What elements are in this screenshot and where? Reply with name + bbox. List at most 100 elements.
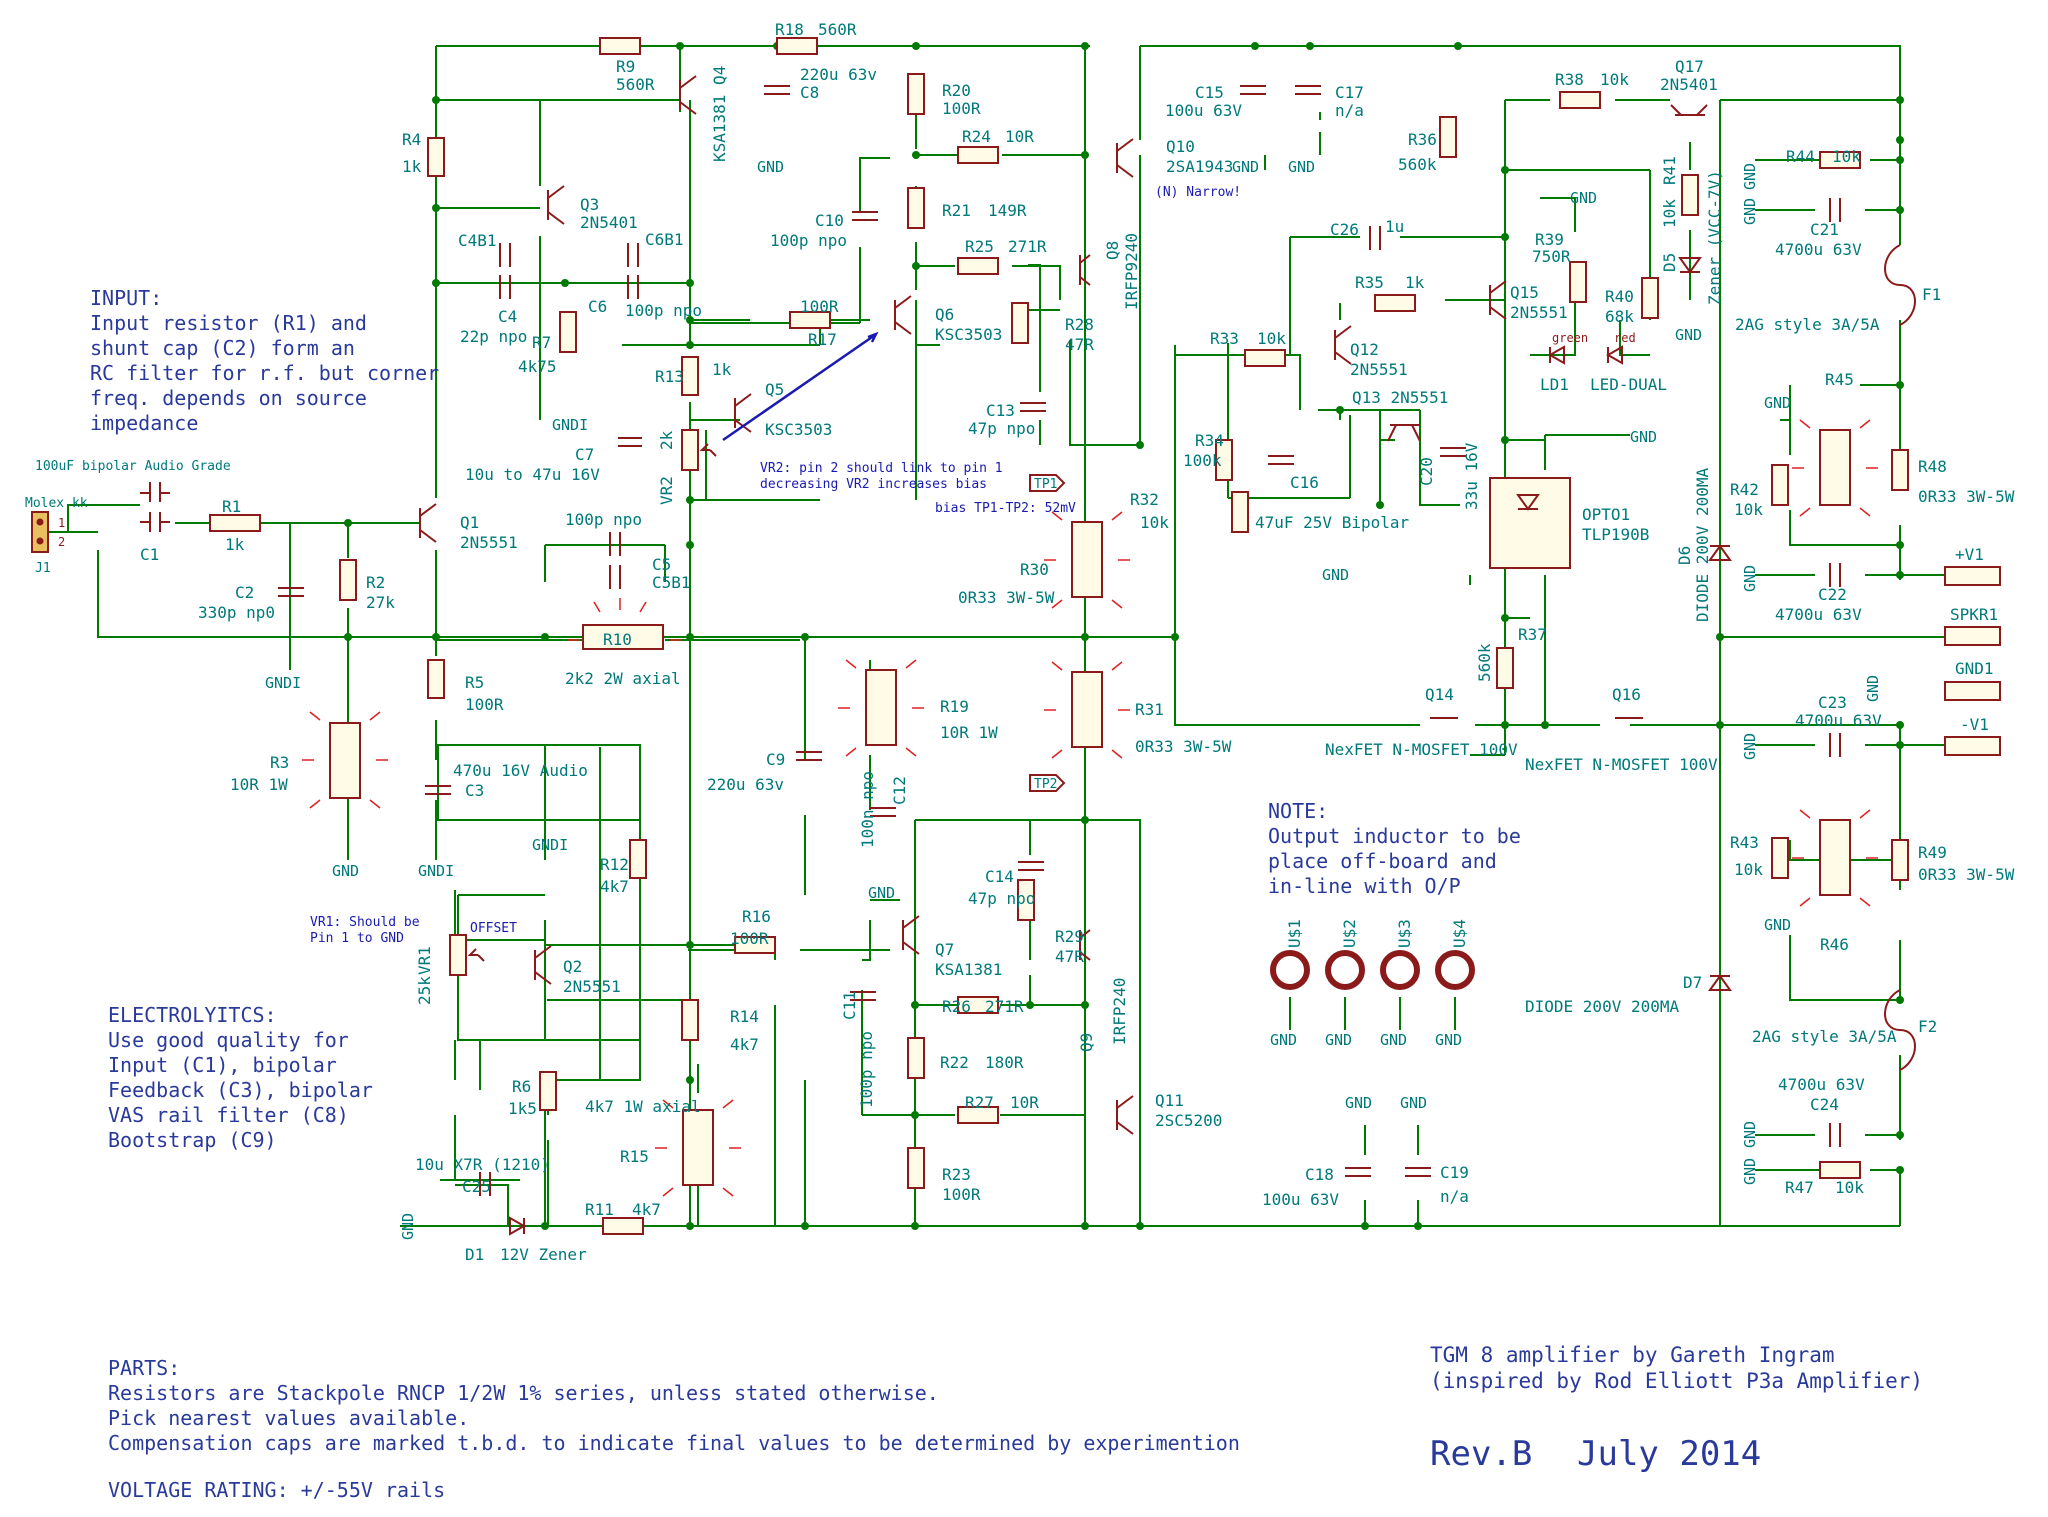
c18-ref: C18 xyxy=(1305,1165,1334,1184)
gnd-label: GND xyxy=(1741,733,1759,760)
c23-ref: C23 xyxy=(1818,693,1847,712)
electrolytics-note: ELECTROLYITCS: Use good quality for Inpu… xyxy=(108,1003,373,1152)
r2-value: 27k xyxy=(366,593,395,612)
q17-ref: Q17 xyxy=(1675,57,1704,76)
power-resistors xyxy=(329,429,1851,1186)
r35-ref: R35 xyxy=(1355,273,1384,292)
q7-ref: Q7 xyxy=(935,940,954,959)
q16-value: NexFET N-MOSFET 100V xyxy=(1525,755,1718,774)
wire-network xyxy=(48,45,1945,1227)
c9-ref: C9 xyxy=(766,750,785,769)
d5-value: Zener (VCC-7V) xyxy=(1705,170,1724,305)
r19-ref: R19 xyxy=(940,697,969,716)
c2-value: 330p np0 xyxy=(198,603,275,622)
c1-ref: C1 xyxy=(140,545,159,564)
vpos-label: +V1 xyxy=(1955,545,1984,564)
c7-value: 10u to 47u 16V xyxy=(465,465,600,484)
r25-ref: R25 xyxy=(965,237,994,256)
led-green-label: green xyxy=(1552,331,1588,345)
gnd-label: GND xyxy=(1741,1158,1759,1185)
output-note-line: Output inductor to be xyxy=(1268,824,1521,848)
r25-value: 271R xyxy=(1008,237,1047,256)
r11-ref: R11 xyxy=(585,1200,614,1219)
c1-note: 100uF bipolar Audio Grade xyxy=(35,459,231,474)
gnd-label: GND xyxy=(1400,1094,1427,1112)
c17-value: n/a xyxy=(1335,101,1364,120)
r9-ref: R9 xyxy=(616,57,635,76)
parts-note: PARTS: Resistors are Stackpole RNCP 1/2W… xyxy=(108,1356,1240,1502)
r49-value: 0R33 3W-5W xyxy=(1918,865,2015,884)
r1-value: 1k xyxy=(225,535,245,554)
r37-value: 560k xyxy=(1475,643,1494,682)
r41-value: 10k xyxy=(1660,199,1679,228)
c21-value: 4700u 63V xyxy=(1775,240,1862,259)
vr1-note-line: Pin 1 to GND xyxy=(310,931,404,946)
d7-value: DIODE 200V 200MA xyxy=(1525,997,1679,1016)
r31-value: 0R33 3W-5W xyxy=(1135,737,1232,756)
r45-ref: R45 xyxy=(1825,370,1854,389)
transistors xyxy=(419,75,1708,1135)
q11-value: 2SC5200 xyxy=(1155,1111,1222,1130)
d6-ref: D6 xyxy=(1675,546,1694,565)
r26-ref: R26 xyxy=(942,997,971,1016)
c25-value: 10u X7R (1210) xyxy=(415,1155,550,1174)
q8-ref: Q8 xyxy=(1103,241,1122,260)
led-red-label: red xyxy=(1614,331,1636,345)
parts-note-line: Resistors are Stackpole RNCP 1/2W 1% ser… xyxy=(108,1381,939,1405)
c26-ref: C26 xyxy=(1330,220,1359,239)
gnd-label: GND xyxy=(1764,916,1791,934)
r47-ref: R47 xyxy=(1785,1178,1814,1197)
gndi-label: GNDI xyxy=(532,836,568,854)
c14-value: 47p npo xyxy=(968,889,1035,908)
vr2-value: 2k xyxy=(657,430,676,450)
r36-value: 560k xyxy=(1398,155,1437,174)
output-note-line: NOTE: xyxy=(1268,799,1328,823)
electrolytics-note-line: Use good quality for xyxy=(108,1028,349,1052)
q9-ref: Q9 xyxy=(1077,1033,1096,1052)
resistors-horizontal xyxy=(209,37,1861,1235)
gnd-label: GND xyxy=(1288,158,1315,176)
gnd-label: GND xyxy=(1380,1031,1407,1049)
r18-value: 560R xyxy=(818,20,857,39)
r32-ref: R32 xyxy=(1130,490,1159,509)
q5-value: KSC3503 xyxy=(765,420,832,439)
r22-value: 180R xyxy=(985,1053,1024,1072)
r39-ref: R39 xyxy=(1535,230,1564,249)
input-note: INPUT: Input resistor (R1) and shunt cap… xyxy=(90,286,439,435)
electrolytics-note-line: Bootstrap (C9) xyxy=(108,1128,277,1152)
r19-value: 10R 1W xyxy=(940,723,998,742)
r13-ref: R13 xyxy=(655,367,684,386)
fuses xyxy=(1884,244,1916,1071)
gnd-label: GND xyxy=(1741,163,1759,190)
vr1-ref: VR1 xyxy=(415,946,434,975)
r15-ref: R15 xyxy=(620,1147,649,1166)
c8-value: 220u 63v xyxy=(800,65,877,84)
gnd-label: GND xyxy=(1741,1121,1759,1148)
gnd-label: GND xyxy=(332,862,359,880)
q16-ref: Q16 xyxy=(1612,685,1641,704)
r20-ref: R20 xyxy=(942,81,971,100)
c6-value: 100p npo xyxy=(625,301,702,320)
q2-value: 2N5551 xyxy=(563,977,621,996)
r17-value: 100R xyxy=(800,297,839,316)
potentiometers xyxy=(449,429,717,976)
opto-ref: OPTO1 xyxy=(1582,505,1630,524)
c13-value: 47p npo xyxy=(968,419,1035,438)
spkr-label: SPKR1 xyxy=(1950,605,1998,624)
q15-ref: Q15 xyxy=(1510,283,1539,302)
q2-ref: Q2 xyxy=(563,957,582,976)
r11-value: 4k7 xyxy=(632,1200,661,1219)
q8-value: IRFP9240 xyxy=(1122,233,1141,310)
gndi-label: GNDI xyxy=(552,416,588,434)
gnd1-label: GND1 xyxy=(1955,659,1994,678)
r4-ref: R4 xyxy=(402,130,421,149)
narrow-note: (N) Narrow! xyxy=(1155,185,1241,200)
gnd-label: GND xyxy=(1345,1094,1372,1112)
gndi-label: GNDI xyxy=(418,862,454,880)
c26-value: 1u xyxy=(1385,217,1404,236)
r4-value: 1k xyxy=(402,157,422,176)
r24-ref: R24 xyxy=(962,127,991,146)
mount-hole-3-ref: U$3 xyxy=(1395,919,1414,948)
r10-ref: R10 xyxy=(603,630,632,649)
ground-labels: GNDI GND GNDI GNDI GNDI GND GND GND GND … xyxy=(265,158,1882,1240)
